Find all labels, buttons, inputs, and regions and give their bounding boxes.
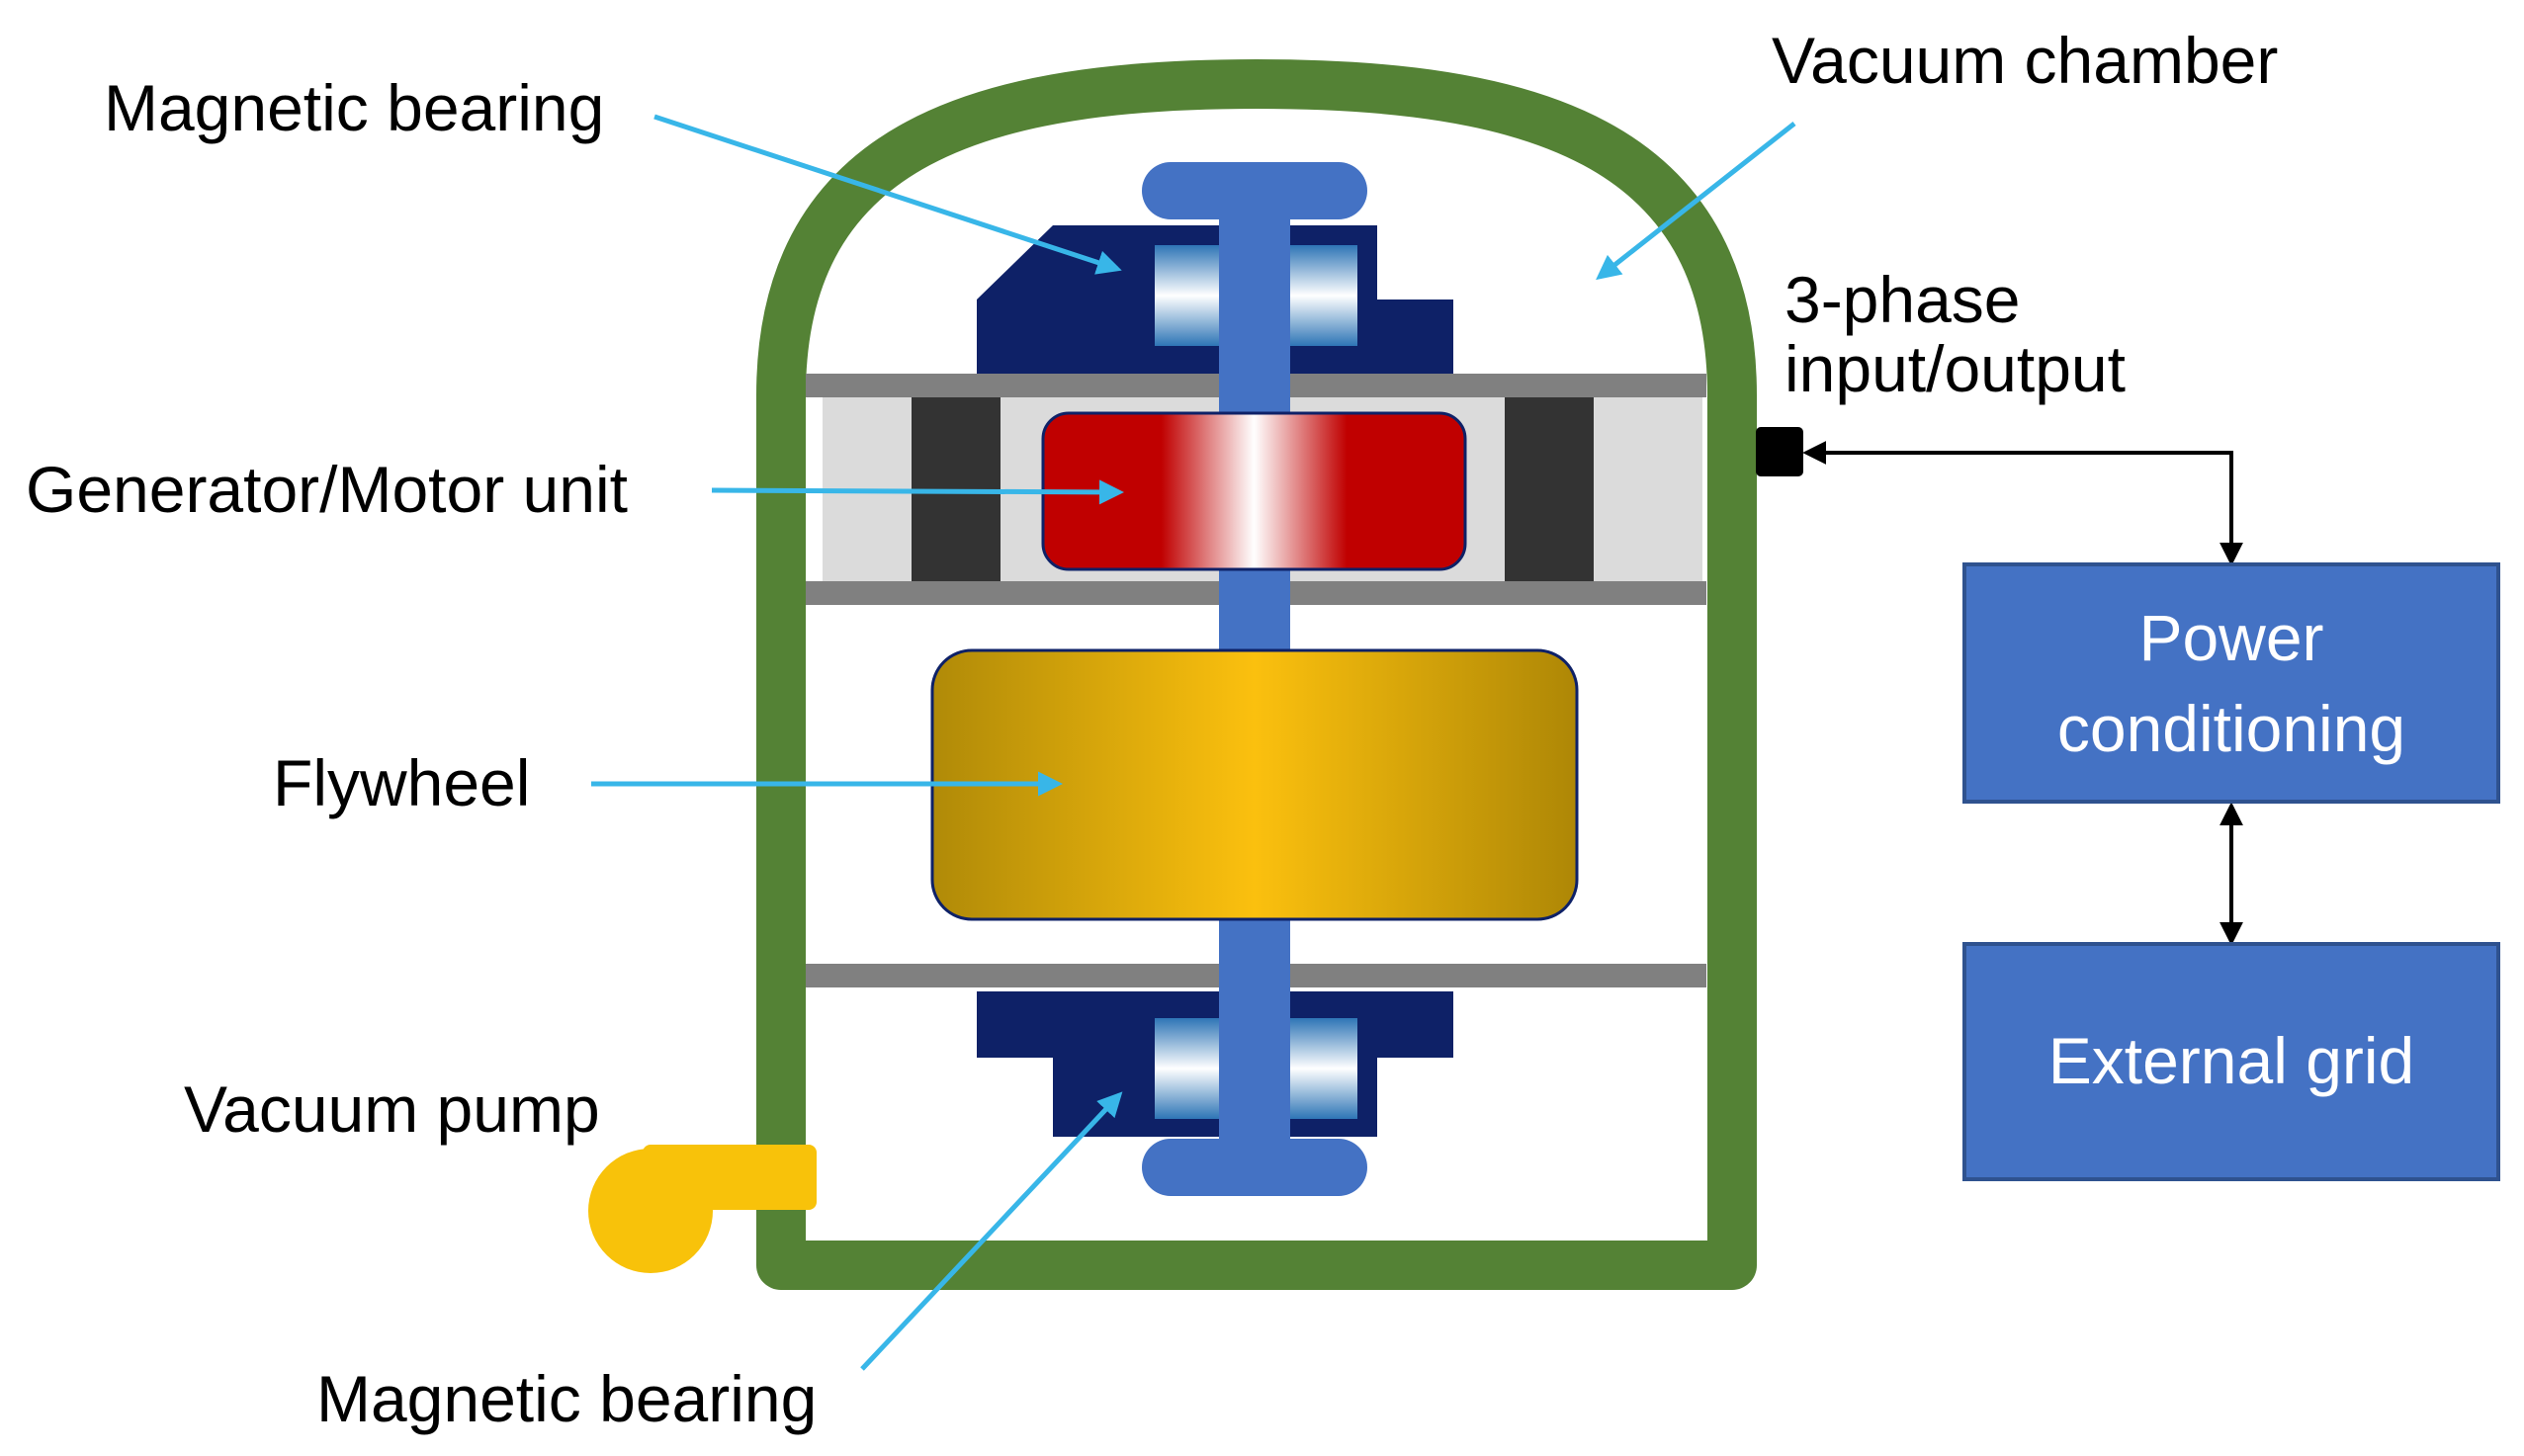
vacuum-pump <box>588 1145 817 1273</box>
arrow-magnetic-bearing-bottom <box>860 1091 1123 1371</box>
label-input-output: input/output <box>1784 332 2126 405</box>
label-3-phase: 3-phase <box>1784 263 2021 336</box>
power-conditioning-line2: conditioning <box>2057 692 2405 765</box>
arrow-generator-motor <box>711 479 1124 505</box>
vacuum-chamber-wall <box>756 59 1757 1290</box>
label-generator-motor: Generator/Motor unit <box>26 453 628 526</box>
terminal-to-power-arrow <box>1802 441 2243 566</box>
label-flywheel: Flywheel <box>273 746 530 819</box>
label-magnetic-bearing-top: Magnetic bearing <box>104 71 604 144</box>
arrow-vacuum-chamber <box>1596 122 1796 281</box>
label-magnetic-bearing-bottom: Magnetic bearing <box>316 1362 817 1435</box>
power-conditioning-box: Power conditioning <box>1962 562 2500 804</box>
magnetic-bearing-bottom <box>977 991 1453 1137</box>
power-conditioning-line1: Power <box>2138 601 2323 674</box>
label-vacuum-chamber: Vacuum chamber <box>1772 24 2278 97</box>
arrow-magnetic-bearing-top <box>653 114 1122 275</box>
external-grid-box: External grid <box>1962 942 2500 1181</box>
terminal-connector <box>1756 427 1803 476</box>
external-grid-label: External grid <box>2048 1024 2415 1097</box>
label-vacuum-pump: Vacuum pump <box>184 1072 600 1146</box>
